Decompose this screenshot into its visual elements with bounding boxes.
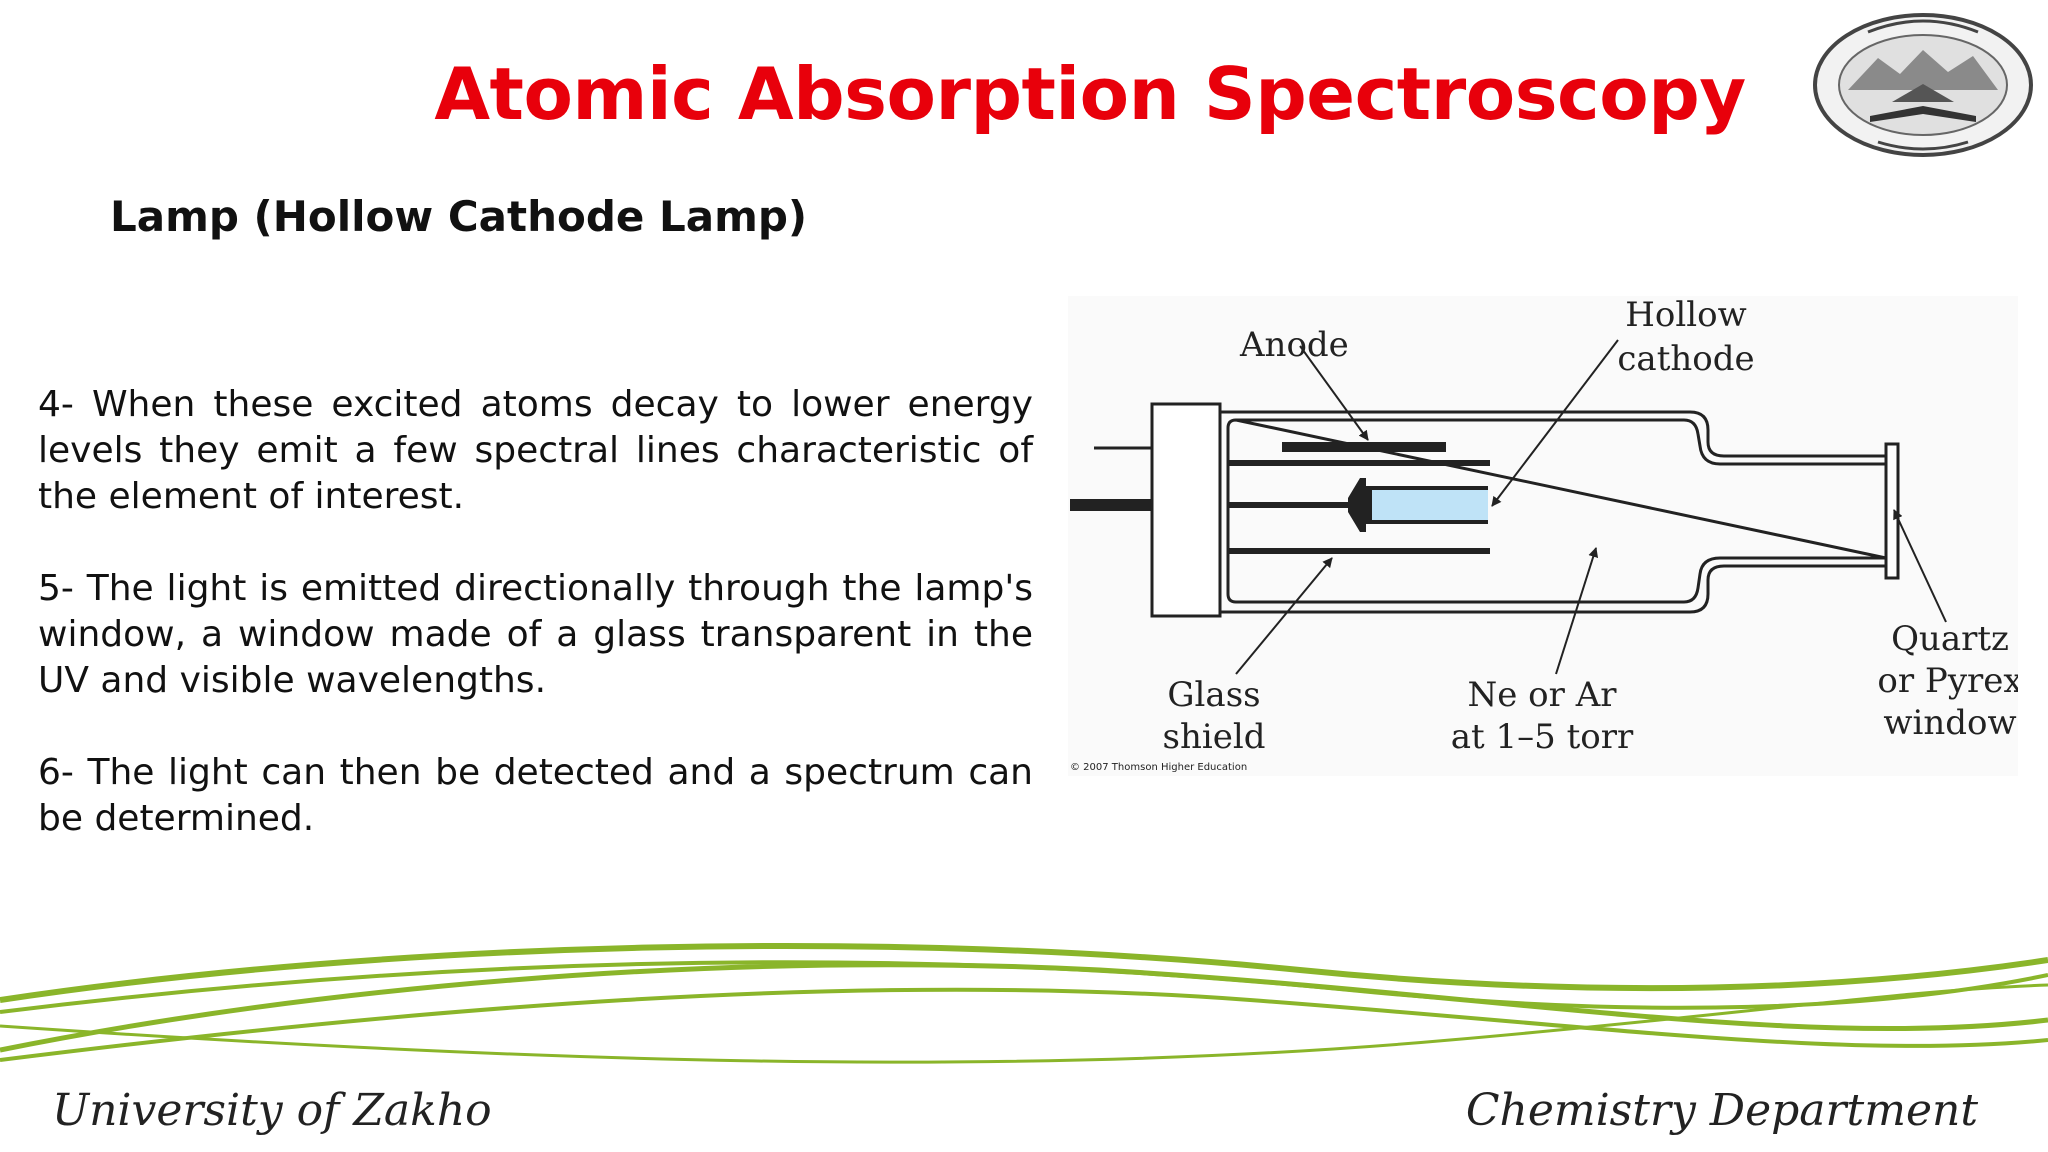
label-glass-line2: shield xyxy=(1163,717,1266,757)
window-pointer xyxy=(1893,509,1947,623)
glass-envelope-inner xyxy=(1226,418,1887,604)
quartz-window xyxy=(1884,442,1900,580)
glass-envelope-outer xyxy=(1220,410,1886,614)
paragraph-4: 4- When these excited atoms decay to low… xyxy=(38,384,1033,517)
label-window-line1: Quartz xyxy=(1891,619,2009,659)
label-hollow-line2: cathode xyxy=(1617,339,1754,379)
paragraph-5: 5- The light is emitted directionally th… xyxy=(38,568,1033,701)
label-hollow-line1: Hollow xyxy=(1625,296,1746,335)
label-window-line2: or Pyrex xyxy=(1877,661,2018,701)
section-heading: Lamp (Hollow Cathode Lamp) xyxy=(110,192,808,241)
hollow-cathode-body xyxy=(1372,490,1488,520)
label-window-line3: window xyxy=(1883,703,2016,743)
glass-shield-lower xyxy=(1228,548,1490,554)
glass-shield-pointer xyxy=(1235,557,1333,675)
hollow-cathode-pointer xyxy=(1491,339,1619,507)
diagram-copyright: © 2007 Thomson Higher Education xyxy=(1070,762,1247,773)
lamp-base-cap xyxy=(1150,402,1222,618)
wave-line-5 xyxy=(0,983,2048,1064)
slide-title: Atomic Absorption Spectroscopy xyxy=(434,52,1746,136)
body-text: 4- When these excited atoms decay to low… xyxy=(38,382,1033,888)
wave-line-4 xyxy=(0,987,2048,1062)
wave-line-1 xyxy=(0,943,2048,1003)
diagram-panel xyxy=(1068,296,2018,776)
decorative-waves xyxy=(0,943,2048,1064)
wave-line-3 xyxy=(0,962,2048,1053)
label-gas-line1: Ne or Ar xyxy=(1467,675,1617,715)
label-anode: Anode xyxy=(1239,325,1349,365)
glass-shield-upper xyxy=(1228,460,1490,466)
paragraph-6: 6- The light can then be detected and a … xyxy=(38,752,1033,839)
anode-electrode xyxy=(1282,442,1446,452)
anode-pointer xyxy=(1299,345,1369,441)
hollow-cathode-lamp-diagram: Anode Hollow cathode Glass shield Ne or … xyxy=(1070,296,2018,773)
gas-fill-pointer xyxy=(1555,547,1599,675)
footer-university: University of Zakho xyxy=(52,1085,492,1136)
footer-department: Chemistry Department xyxy=(1465,1085,1978,1136)
university-of-zakho-seal-icon xyxy=(1813,13,2033,157)
label-glass-line1: Glass xyxy=(1167,675,1260,715)
cathode-support xyxy=(1228,502,1438,508)
label-gas-line2: at 1–5 torr xyxy=(1451,717,1634,757)
